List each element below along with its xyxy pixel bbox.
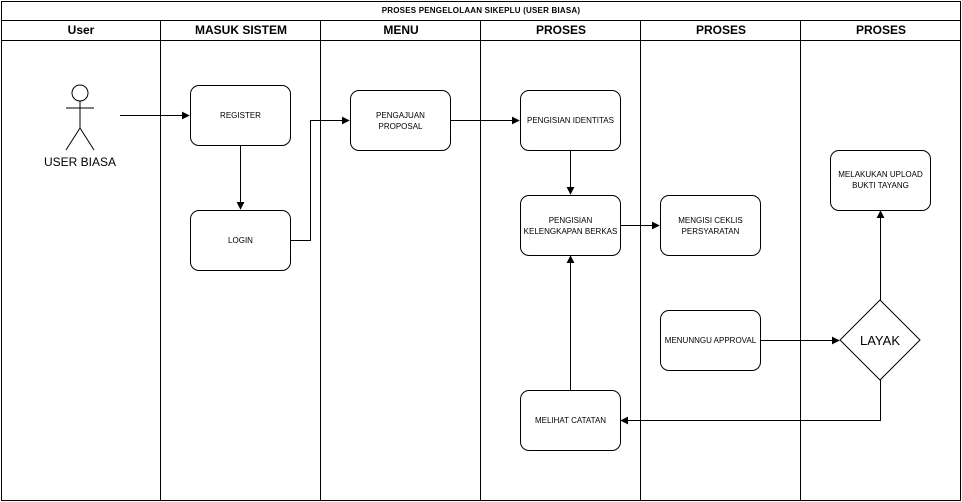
node-pengajuan-proposal: PENGAJUAN PROPOSAL: [350, 90, 451, 151]
diagram-title: PROSES PENGELOLAAN SIKEPLU (USER BIASA): [381, 6, 581, 15]
lane-header-user: User: [67, 23, 95, 37]
node-menunggu-approval: MENUNNGU APPROVAL: [660, 310, 761, 371]
node-register: REGISTER: [190, 85, 291, 146]
node-melihat-catatan: MELIHAT CATATAN: [520, 390, 621, 451]
node-melakukan-upload-bukti-tayang: MELAKUKAN UPLOAD BUKTI TAYANG: [830, 150, 931, 211]
lane-header-masuk-sistem: MASUK SISTEM: [194, 23, 287, 37]
lane-header-proses-3: PROSES: [855, 23, 906, 37]
node-pengisian-identitas: PENGISIAN IDENTITAS: [520, 90, 621, 151]
layak-label: LAYAK: [860, 332, 900, 348]
node-pengisian-kelengkapan-berkas: PENGISIAN KELENGKAPAN BERKAS: [520, 195, 621, 256]
edge-layak-catatan: [620, 380, 881, 425]
node-mengisi-ceklis-persyaratan: MENGISI CEKLIS PERSYARATAN: [660, 195, 761, 256]
lane-header-proses-2: PROSES: [695, 23, 746, 37]
actor-label: USER BIASA: [43, 155, 117, 169]
stick-figure-icon: [65, 84, 95, 151]
node-login: LOGIN: [190, 210, 291, 271]
edge-login-pengajuan: [290, 116, 350, 241]
lane-header-menu: MENU: [383, 23, 419, 37]
lane-header-proses-1: PROSES: [535, 23, 586, 37]
